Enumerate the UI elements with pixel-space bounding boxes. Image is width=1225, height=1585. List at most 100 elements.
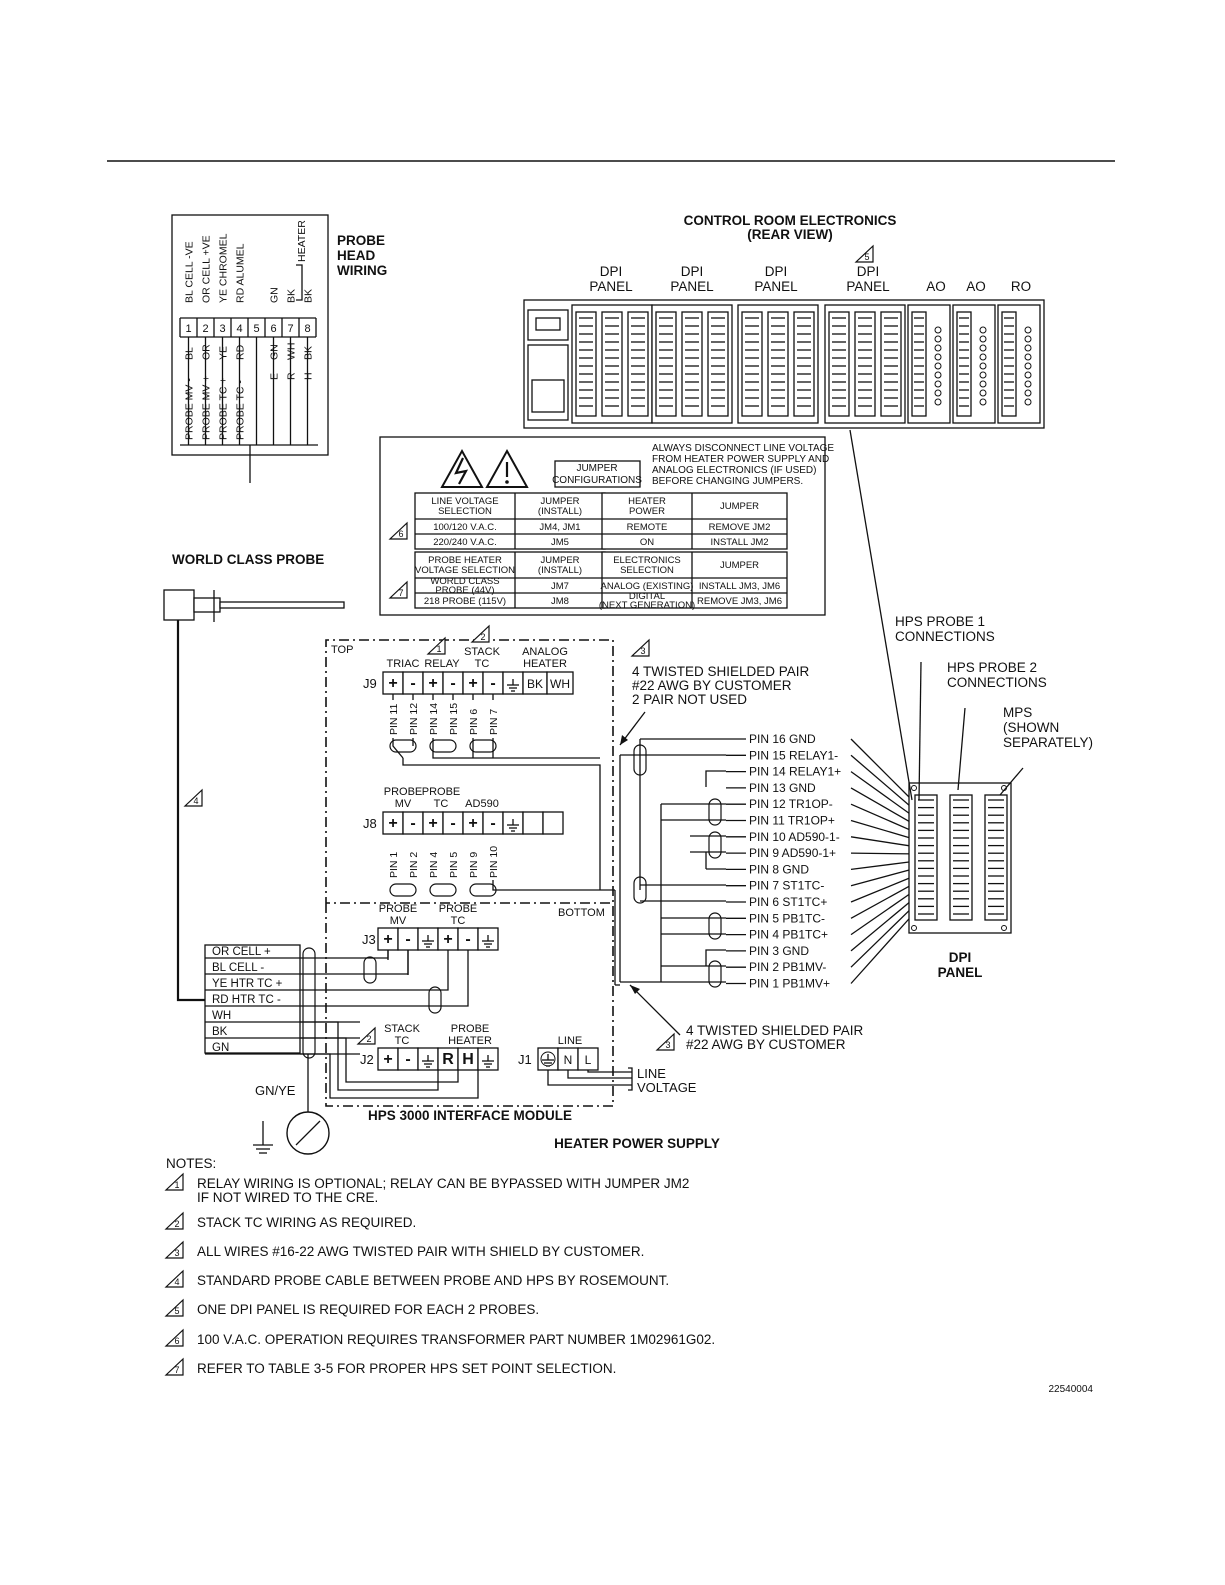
note-triangle-icon: 4 <box>183 788 203 807</box>
probe-tube <box>219 601 345 609</box>
j9-group: HEATER <box>523 658 567 670</box>
twisted-pair-marker <box>708 912 722 940</box>
cre-panel-label: RO <box>1011 279 1031 294</box>
cre-panel-label: DPI <box>765 264 788 279</box>
jumper-table <box>601 492 788 550</box>
j8-label: J8 <box>363 816 377 831</box>
module-outline <box>325 639 614 1107</box>
j3-group: MV <box>390 915 407 927</box>
probe-signal-label: PROBE MV + <box>201 376 213 440</box>
j8-pin-label: PIN 5 <box>448 852 460 878</box>
note-triangle-icon: 7 <box>164 1357 184 1376</box>
jumper-cell: INSTALL JM3, JM6 <box>699 581 780 592</box>
twisted-pair-top: 4 TWISTED SHIELDED PAIR <box>632 664 810 679</box>
ground-icon <box>482 935 494 948</box>
twisted-pair-marker <box>469 739 497 753</box>
probe-terminal-number: 5 <box>253 323 259 335</box>
terminal-block <box>880 311 902 417</box>
twisted-pair-marker <box>302 947 316 1059</box>
terminal-label: - <box>405 931 410 948</box>
note-triangle-icon: 6 <box>164 1328 184 1347</box>
j2-group: TC <box>395 1035 410 1047</box>
j8-terminals: +-+-+- <box>382 811 564 835</box>
dpi-pin-label: PIN 9 AD590-1+ <box>749 846 836 860</box>
power-socket <box>531 379 565 413</box>
notes-title: NOTES: <box>166 1156 216 1171</box>
mount-hole-icon <box>911 785 917 791</box>
heater-bracket <box>296 264 303 301</box>
note-triangle-icon: 2 <box>356 1026 376 1045</box>
jumper-head: SELECTION <box>620 565 674 576</box>
note-text: ALL WIRES #16-22 AWG TWISTED PAIR WITH S… <box>197 1244 644 1259</box>
heater-power-supply-label: HEATER POWER SUPPLY <box>554 1136 720 1151</box>
jumper-head: POWER <box>629 506 665 517</box>
probe-color-code: WH <box>286 343 298 361</box>
note-triangle-icon: 3 <box>630 638 650 657</box>
note-number: 5 <box>174 1306 179 1316</box>
indicator-dot <box>979 335 987 343</box>
j9-return <box>402 758 601 890</box>
jumper-cell: JM7 <box>551 581 569 592</box>
probe-flange <box>193 597 221 613</box>
note-triangle-icon: 2 <box>470 624 490 643</box>
note-triangle-icon: 1 <box>164 1172 184 1191</box>
cre-panel-label: PANEL <box>670 279 714 294</box>
dpi-pin-label: PIN 2 PB1MV- <box>749 960 826 974</box>
probe-signal-label: E <box>269 373 281 380</box>
dpi-pin-label: PIN 13 GND <box>749 781 816 795</box>
drawing-number: 22540004 <box>1049 1384 1094 1395</box>
j8-pin-label: PIN 10 <box>488 846 500 878</box>
probe-top-label: YE CHROMEL <box>218 233 230 303</box>
jumper-config-box <box>554 460 641 488</box>
note-number: 4 <box>174 1277 179 1287</box>
terminal-label: N <box>564 1053 573 1067</box>
jumper-head: VOLTAGE SELECTION <box>415 565 515 576</box>
terminal-label: - <box>450 675 455 692</box>
probe-head-title: WIRING <box>337 263 387 278</box>
jumper-cell: 220/240 V.A.C. <box>433 537 497 548</box>
twisted-pair-marker <box>429 883 457 897</box>
note-triangle-icon: 2 <box>164 1211 184 1230</box>
cre-panel-label: DPI <box>857 264 880 279</box>
dpi-pin-label: PIN 12 TR1OP- <box>749 797 833 811</box>
jumper-head: (INSTALL) <box>538 565 582 576</box>
electric-hazard-icon <box>440 448 484 488</box>
probe-terminal-number: 4 <box>236 323 242 335</box>
j8-pin-label: PIN 2 <box>408 852 420 878</box>
note-number: 7 <box>398 588 403 598</box>
line-voltage-lead <box>587 1070 632 1073</box>
probe-signal-label: R <box>286 372 298 380</box>
indicator-dot <box>979 389 987 397</box>
mps-label: (SHOWN <box>1003 720 1059 735</box>
terminal <box>542 811 564 835</box>
indicator-dot <box>934 362 942 370</box>
terminal-block <box>575 311 597 417</box>
line-voltage-lead <box>547 1070 632 1086</box>
j3-group: PROBE <box>439 903 478 915</box>
cable-wire-label: WH <box>212 1010 231 1022</box>
j8-group: AD590 <box>465 798 499 810</box>
twisted-pair-marker <box>633 876 647 904</box>
pin-lead <box>850 819 913 840</box>
twisted-pair-marker <box>708 798 722 826</box>
probe-head <box>163 589 195 621</box>
terminal-block <box>984 794 1008 921</box>
indicator-dot <box>1024 335 1032 343</box>
j9-group: TC <box>475 658 490 670</box>
line-voltage-label: LINE <box>637 1066 666 1081</box>
j2-label: J2 <box>360 1052 374 1067</box>
indicator-dot <box>1024 371 1032 379</box>
indicator-dot <box>979 371 987 379</box>
cable-wire-label: GN <box>212 1042 229 1054</box>
note-number: 1 <box>174 1180 179 1190</box>
jumper-cell: REMOVE JM2 <box>709 522 771 533</box>
twisted-pair-marker <box>428 986 442 1014</box>
note-triangle-icon: 5 <box>164 1298 184 1317</box>
note-number: 6 <box>174 1336 179 1346</box>
probe-top-label: BK <box>303 289 315 303</box>
terminal-block <box>655 311 677 417</box>
probe-head-title: PROBE <box>337 233 385 248</box>
j1-label: J1 <box>518 1052 532 1067</box>
